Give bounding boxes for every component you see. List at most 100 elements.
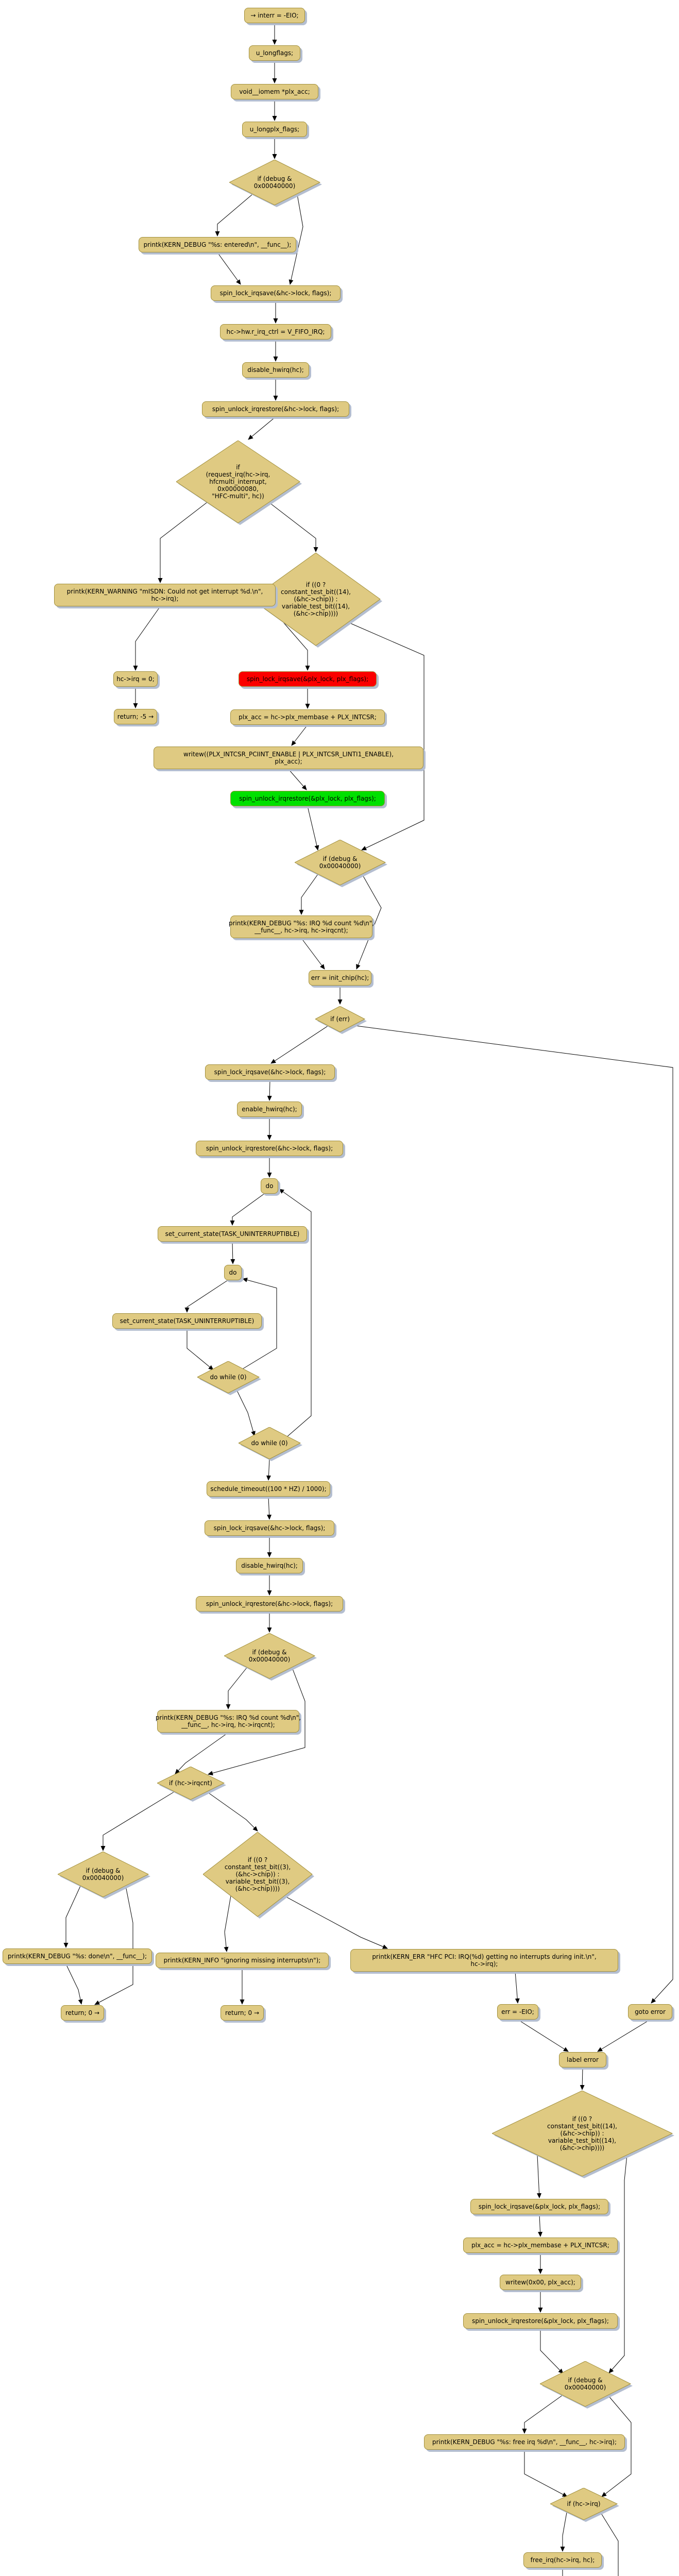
edge-group <box>63 23 673 2576</box>
node-label: writew((PLX_INTCSR_PCIINT_ENABLE | PLX_I… <box>183 751 394 765</box>
node-label: printk(KERN_WARNING "mISDN: Could not ge… <box>67 588 263 602</box>
node-label-line: if (debug & <box>568 2377 603 2384</box>
node-text: if (hc->irq) <box>550 2488 617 2520</box>
flow-edge-45 <box>100 1791 175 1851</box>
node-label-line: free_irq(hc->irq, hc); <box>530 2556 595 2564</box>
node-label-line: spin_lock_irqsave(&plx_lock, plx_flags); <box>478 2203 601 2210</box>
flow-edge-55 <box>597 2019 651 2052</box>
flow-node-n32: do while (0) <box>239 1427 303 1462</box>
node-label-line: goto error <box>635 2008 666 2015</box>
flow-node-n11: if(request_irq(hc->irq,hfcmulti_interrup… <box>176 440 302 526</box>
flow-edge-25 <box>270 1025 329 1064</box>
flow-edge-23 <box>301 938 325 970</box>
node-label: u_longplx_flags; <box>250 126 299 133</box>
flow-node-n42: printk(KERN_DEBUG "%s: done\n", __func__… <box>3 1948 152 1964</box>
node-label-line: if (err) <box>330 1015 350 1023</box>
flow-node-n49: label error <box>559 2052 606 2067</box>
node-label: spin_unlock_irqrestore(&hc->lock, flags)… <box>212 405 339 413</box>
node-label-line: "HFC-multi", hc)) <box>212 493 264 500</box>
node-label-line: if (debug & <box>257 175 292 182</box>
flow-edge-26 <box>351 1025 673 2004</box>
node-label: plx_acc = hc->plx_membase + PLX_INTCSR; <box>239 714 377 721</box>
flow-node-n3: void__iomem *plx_acc; <box>231 84 318 99</box>
flow-edge-21 <box>299 874 318 915</box>
diamond-svg <box>157 1767 226 1802</box>
diamond-svg <box>251 553 382 648</box>
node-label-line: spin_lock_irqsave(&plx_lock, plx_flags); <box>246 675 369 683</box>
node-label-line: spin_lock_irqsave(&hc->lock, flags); <box>219 290 332 297</box>
node-label-line: 0x00040000) <box>319 862 361 870</box>
node-label: do while (0) <box>251 1439 287 1447</box>
node-label-line: if ((0 ? <box>247 1856 268 1863</box>
flow-node-n50: if ((0 ?constant_test_bit((14),(&hc->chi… <box>492 2091 675 2179</box>
flow-node-n48: goto error <box>628 2004 672 2020</box>
flow-node-n6: printk(KERN_DEBUG "%s: entered\n", __fun… <box>139 237 296 252</box>
flow-edge-50 <box>224 1895 231 1952</box>
flow-edge-19 <box>288 769 307 790</box>
flow-edge-59 <box>538 2214 543 2237</box>
node-label: hc->hw.r_irq_ctrl = V_FIFO_IRQ; <box>227 328 325 335</box>
node-label-line: (&hc->chip)) : <box>294 596 338 603</box>
node-label: err = init_chip(hc); <box>311 974 369 981</box>
flow-edge-58 <box>608 2155 627 2374</box>
diamond-svg <box>224 1633 317 1681</box>
node-label-line: plx_acc = hc->plx_membase + PLX_INTCSR; <box>239 714 377 721</box>
diamond-shape <box>58 1852 149 1897</box>
diamond-shape <box>229 160 321 206</box>
node-label: spin_lock_irqsave(&hc->lock, flags); <box>220 290 332 297</box>
node-label-line: (&hc->chip)))) <box>559 2144 605 2151</box>
flow-node-n38: printk(KERN_DEBUG "%s: IRQ %d count %d\n… <box>156 1710 301 1733</box>
node-label-line: printk(KERN_DEBUG "%s: free irq %d\n", _… <box>432 2438 617 2446</box>
flow-edge-10 <box>248 416 276 440</box>
flow-node-n55: if (debug &0x00040000) <box>540 2361 633 2409</box>
flow-node-n41: if ((0 ?constant_test_bit((3),(&hc->chip… <box>203 1832 315 1919</box>
node-label-line: if ((0 ? <box>572 2115 592 2123</box>
node-label: if (debug &0x00040000) <box>254 175 296 190</box>
node-label-line: void__iomem *plx_acc; <box>239 88 310 95</box>
diamond-shape <box>315 1006 366 1032</box>
node-label: writew(0x00, plx_acc); <box>505 2279 575 2286</box>
node-text: if (debug &0x00040000) <box>540 2361 631 2406</box>
node-text: if(request_irq(hc->irq,hfcmulti_interrup… <box>176 440 300 523</box>
diamond-shape <box>295 840 386 886</box>
node-label-line: (&hc->chip)) : <box>560 2130 604 2137</box>
flow-edge-20 <box>307 806 319 851</box>
node-label: if ((0 ?constant_test_bit((14),(&hc->chi… <box>547 2115 617 2151</box>
flow-node-n58: free_irq(hc->irq, hc); <box>523 2552 602 2568</box>
flow-edge-37 <box>266 1459 271 1481</box>
node-label: spin_unlock_irqrestore(&hc->lock, flags)… <box>206 1600 333 1607</box>
node-label: printk(KERN_DEBUG "%s: IRQ %d count %d\n… <box>156 1714 301 1728</box>
node-label-line: printk(KERN_WARNING "mISDN: Could not ge… <box>66 588 263 595</box>
node-label: printk(KERN_DEBUG "%s: done\n", __func__… <box>8 1953 147 1960</box>
node-label-line: constant_test_bit((3), <box>224 1863 291 1871</box>
flow-node-n57: if (hc->irq) <box>550 2488 620 2522</box>
node-label-line: spin_lock_irqsave(&hc->lock, flags); <box>213 1524 326 1532</box>
node-label-line: if (hc->irq) <box>567 2500 601 2507</box>
node-label-line: printk(KERN_DEBUG "%s: entered\n", __fun… <box>143 241 292 248</box>
node-text: do while (0) <box>197 1361 259 1393</box>
node-label: if (err) <box>330 1015 350 1023</box>
flow-node-n13: printk(KERN_WARNING "mISDN: Could not ge… <box>54 584 276 606</box>
flow-node-n26: spin_unlock_irqrestore(&hc->lock, flags)… <box>196 1141 343 1156</box>
flow-edge-36 <box>236 1389 256 1436</box>
flow-edge-65 <box>524 2450 568 2497</box>
flow-edge-49 <box>65 1963 83 2005</box>
diamond-svg <box>492 2091 674 2178</box>
node-label-line: __func__, hc->irq, hc->irqcnt); <box>181 1721 275 1728</box>
node-label: enable_hwirq(hc); <box>242 1106 297 1113</box>
node-label-line: schedule_timeout((100 * HZ) / 1000); <box>210 1485 327 1493</box>
flow-node-n9: disable_hwirq(hc); <box>242 362 309 378</box>
node-label-line: if ((0 ? <box>305 581 326 588</box>
node-label-line: spin_lock_irqsave(&hc->lock, flags); <box>214 1069 326 1076</box>
diamond-svg <box>315 1006 367 1034</box>
flow-edge-16 <box>348 622 425 851</box>
flow-edge-27 <box>267 1079 272 1101</box>
node-label: hc->irq = 0; <box>116 675 155 683</box>
node-label: printk(KERN_DEBUG "%s: free irq %d\n", _… <box>432 2438 617 2446</box>
node-label: label error <box>567 2056 599 2063</box>
node-label: spin_unlock_irqrestore(&plx_lock, plx_fl… <box>472 2317 609 2325</box>
node-label-line: hc->irq); <box>151 595 179 602</box>
node-label-line: if (hc->irqcnt) <box>169 1780 212 1787</box>
